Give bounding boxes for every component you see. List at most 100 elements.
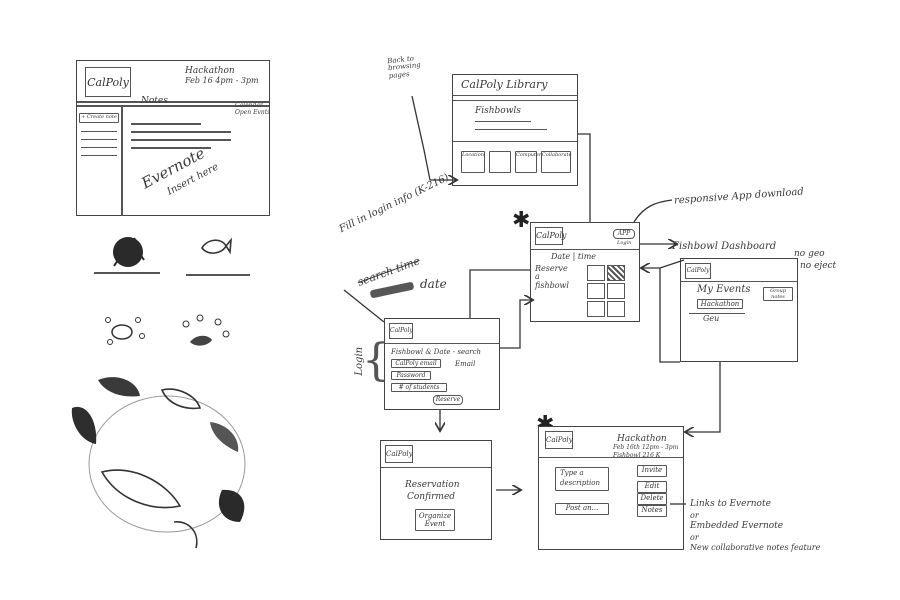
dashboard-header-line bbox=[531, 249, 639, 251]
icon-shadow-1 bbox=[94, 272, 160, 274]
student-count-field[interactable]: # of students bbox=[391, 383, 447, 392]
nav-notes-label[interactable]: Notes bbox=[141, 96, 168, 106]
fishbowls-section-title: Fishbowls bbox=[475, 106, 521, 116]
confirm-header-line bbox=[381, 467, 491, 469]
header-title: Hackathon bbox=[185, 66, 235, 76]
my-events-title: My Events bbox=[697, 284, 751, 295]
or-note-2: or bbox=[690, 533, 699, 542]
fish-icon-dark bbox=[113, 237, 145, 267]
header-underline bbox=[77, 101, 269, 103]
post-field[interactable]: Post an... bbox=[555, 503, 609, 515]
no-geo-note: no geo bbox=[794, 249, 825, 259]
sidebar-divider bbox=[121, 106, 123, 216]
library-logo[interactable]: CalPoly Library bbox=[461, 78, 548, 91]
dashboard-wireframe: CalPoly APP Login Date | time Reserve a … bbox=[530, 222, 640, 322]
time-slot-3[interactable] bbox=[587, 283, 605, 299]
form-logo[interactable]: CalPoly bbox=[389, 323, 413, 339]
reservation-text: Reservation bbox=[405, 480, 460, 490]
email-field[interactable]: CalPoly email bbox=[391, 359, 441, 368]
email-note: Email bbox=[455, 360, 476, 368]
hackathon-event-link[interactable]: Hackathon bbox=[697, 299, 743, 309]
edit-button[interactable]: Edit bbox=[637, 481, 667, 493]
password-field[interactable]: Password bbox=[391, 371, 431, 380]
sidebar-line-2 bbox=[81, 139, 117, 140]
notes-button[interactable]: Notes bbox=[637, 505, 667, 517]
icon-shadow-2 bbox=[186, 274, 250, 276]
library-tile-collaborate[interactable]: Collaborate bbox=[541, 151, 572, 173]
library-page-wireframe: CalPoly Library Fishbowls Location Compu… bbox=[452, 74, 578, 186]
event-place: Fishbowl 216 K bbox=[613, 452, 661, 459]
sidebar-line-4 bbox=[81, 155, 117, 156]
evernote-page-wireframe: CalPoly Hackathon Feb 16 4pm - 3pm Notes… bbox=[76, 60, 270, 216]
invite-button[interactable]: Invite bbox=[637, 465, 667, 477]
links-to-evernote-note: Links to Evernote bbox=[690, 499, 771, 509]
description-line-2: description bbox=[560, 479, 600, 487]
content-line-2 bbox=[131, 131, 231, 133]
responsive-app-note: responsive App download bbox=[673, 186, 805, 207]
dashboard-login-link[interactable]: Login bbox=[617, 240, 632, 246]
time-slot-1[interactable] bbox=[587, 265, 605, 281]
confirmation-wireframe: CalPoly Reservation Confirmed Organize E… bbox=[380, 440, 492, 540]
back-to-browsing-note: Back to browsing pages bbox=[386, 54, 422, 80]
organize-event-button[interactable]: Organize Event bbox=[415, 509, 455, 531]
confirmed-text: Confirmed bbox=[407, 492, 456, 502]
library-text-line-2 bbox=[475, 129, 547, 131]
reserve-button[interactable]: Reserve bbox=[433, 395, 463, 405]
fishbowl-circle-logo bbox=[71, 377, 246, 549]
library-header-line bbox=[453, 95, 577, 97]
confirm-logo[interactable]: CalPoly bbox=[385, 445, 413, 463]
app-download-button[interactable]: APP bbox=[613, 229, 635, 239]
event-title: Hackathon bbox=[617, 434, 667, 444]
reserve-fishbowl-text: Reserve a fishbowl bbox=[535, 264, 569, 290]
library-divider bbox=[453, 141, 577, 143]
fish-bubbles-icon-2 bbox=[182, 314, 230, 346]
time-slot-6[interactable] bbox=[607, 301, 625, 317]
fish-icon-outline bbox=[201, 237, 233, 255]
event-header-line bbox=[539, 457, 683, 459]
description-field[interactable]: Type a description bbox=[555, 467, 609, 491]
event-underline bbox=[689, 313, 745, 315]
fishbowl-dashboard-title: Fishbowl Dashboard bbox=[672, 241, 777, 252]
time-slot-2-selected[interactable] bbox=[607, 265, 625, 281]
event-logo[interactable]: CalPoly bbox=[545, 431, 573, 449]
reservation-form-wireframe: CalPoly Fishbowl & Date - search CalPoly… bbox=[384, 318, 500, 410]
login-info-note: Fill in login info (K-216) bbox=[337, 172, 451, 235]
time-slot-4[interactable] bbox=[607, 283, 625, 299]
star-mark-dashboard: ✱ bbox=[512, 208, 531, 233]
date-note: date bbox=[420, 277, 447, 291]
fb-dashboard-logo[interactable]: CalPoly bbox=[685, 263, 711, 279]
event-date: Feb 16th 12pm - 3pm bbox=[613, 444, 679, 451]
fishbowl-date-search[interactable]: Fishbowl & Date - search bbox=[391, 348, 482, 356]
fb-dashboard-header-line bbox=[681, 281, 797, 283]
dashboard-logo[interactable]: CalPoly bbox=[535, 227, 566, 245]
event-sub-label: Geu bbox=[703, 314, 720, 323]
create-note-button[interactable]: + Create note bbox=[79, 113, 119, 123]
event-page-wireframe: CalPoly Hackathon Feb 16th 12pm - 3pm Fi… bbox=[538, 426, 684, 550]
nav-bar bbox=[77, 105, 269, 107]
header-date: Feb 16 4pm - 3pm bbox=[185, 76, 259, 85]
embedded-evernote-note: Embedded Evernote bbox=[690, 521, 784, 531]
collaborative-notes-note: New collaborative notes feature bbox=[690, 543, 821, 552]
calpoly-logo[interactable]: CalPoly bbox=[85, 67, 131, 97]
sidebar-line-1 bbox=[81, 131, 117, 132]
group-notes-button[interactable]: Group notes bbox=[763, 287, 793, 301]
calendar-label[interactable]: Calendar bbox=[235, 102, 263, 109]
library-tile-computer[interactable]: Computer bbox=[515, 151, 541, 173]
library-tile-location[interactable]: Location bbox=[461, 151, 485, 173]
content-line-1 bbox=[131, 123, 201, 125]
library-tile-blank[interactable] bbox=[489, 151, 511, 173]
or-note-1: or bbox=[690, 511, 699, 520]
library-text-line-1 bbox=[475, 121, 531, 123]
fish-bubbles-icon-1 bbox=[105, 317, 145, 345]
library-nav-line bbox=[453, 100, 577, 102]
delete-button-visible[interactable]: Delete bbox=[637, 493, 667, 505]
scribble-out bbox=[369, 281, 415, 299]
fishbowl-dashboard-wireframe: CalPoly My Events Group notes Hackathon … bbox=[680, 258, 798, 362]
description-line-1: Type a bbox=[560, 469, 584, 477]
content-line-4 bbox=[131, 147, 211, 149]
form-header-line bbox=[385, 343, 499, 345]
open-events-label: Open Evnts bbox=[235, 109, 271, 116]
time-slot-5[interactable] bbox=[587, 301, 605, 317]
content-line-3 bbox=[131, 139, 231, 141]
no-eject-note: no eject bbox=[800, 261, 837, 271]
